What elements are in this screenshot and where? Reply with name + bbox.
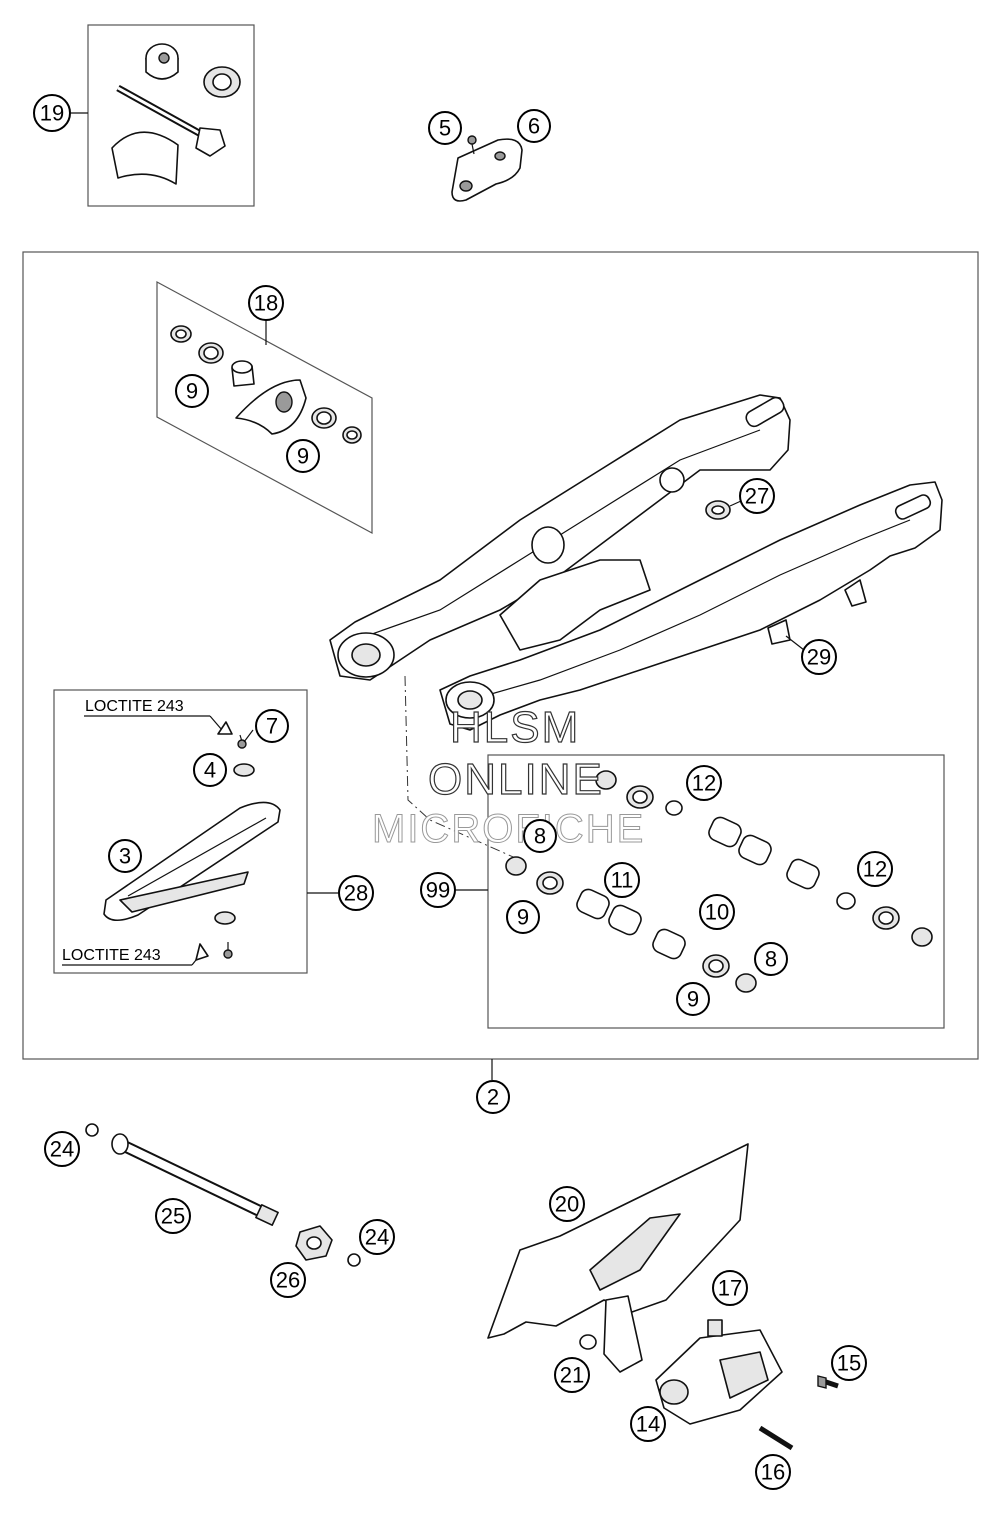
callout-9-d-label: 9 <box>687 987 699 1012</box>
kit-99-group <box>456 754 945 1029</box>
callout-18-label: 18 <box>254 291 278 316</box>
callout-7: 7 <box>255 709 289 743</box>
callout-9-c: 9 <box>506 900 540 934</box>
callout-24-b-label: 24 <box>365 1225 389 1250</box>
callout-11: 11 <box>604 862 640 898</box>
callout-28-label: 28 <box>344 881 368 906</box>
callout-12-b: 12 <box>857 851 893 887</box>
callout-9-d: 9 <box>676 982 710 1016</box>
callout-27-label: 27 <box>745 484 769 509</box>
callout-14: 14 <box>630 1406 666 1442</box>
callout-15-label: 15 <box>837 1351 861 1376</box>
callout-29-label: 29 <box>807 645 831 670</box>
kit-18-group <box>156 280 373 535</box>
callout-24-b: 24 <box>359 1219 395 1255</box>
callout-99-label: 99 <box>426 878 450 903</box>
callout-24-a-label: 24 <box>50 1137 74 1162</box>
callout-2: 2 <box>476 1080 510 1114</box>
callout-12-a: 12 <box>686 765 722 801</box>
callout-6: 6 <box>517 109 551 143</box>
callout-18: 18 <box>248 285 284 321</box>
callout-21-label: 21 <box>560 1363 584 1388</box>
kit-28-group <box>53 689 338 974</box>
chain-guide-group <box>487 1143 839 1451</box>
callout-17: 17 <box>712 1270 748 1306</box>
callout-9-b-label: 9 <box>297 444 309 469</box>
callout-12-a-label: 12 <box>692 771 716 796</box>
callout-17-label: 17 <box>718 1276 742 1301</box>
callout-10: 10 <box>699 894 735 930</box>
callout-24-a: 24 <box>44 1131 80 1167</box>
callout-8-b-label: 8 <box>765 947 777 972</box>
callout-3: 3 <box>108 839 142 873</box>
callout-15: 15 <box>831 1345 867 1381</box>
callout-19: 19 <box>33 94 71 132</box>
watermark-line-2: ONLINE <box>428 755 604 804</box>
callout-10-label: 10 <box>705 900 729 925</box>
callout-9-a: 9 <box>175 374 209 408</box>
kit-99-box <box>487 754 945 1029</box>
callout-20: 20 <box>549 1186 585 1222</box>
callout-8-b: 8 <box>754 942 788 976</box>
callout-21: 21 <box>554 1357 590 1393</box>
callout-5: 5 <box>428 111 462 145</box>
callout-6-label: 6 <box>528 114 540 139</box>
callout-26-label: 26 <box>276 1268 300 1293</box>
callout-28: 28 <box>338 875 374 911</box>
callout-16: 16 <box>755 1454 791 1490</box>
callout-12-b-label: 12 <box>863 857 887 882</box>
callout-29: 29 <box>801 639 837 675</box>
callout-2-label: 2 <box>487 1085 499 1110</box>
callout-7-label: 7 <box>266 714 278 739</box>
axle-group <box>85 1123 361 1267</box>
swingarm-assembly-box <box>22 251 979 1060</box>
callout-9-b: 9 <box>286 439 320 473</box>
callout-4-label: 4 <box>204 758 216 783</box>
chain-slider-clamp-group <box>451 135 523 202</box>
callout-8-a: 8 <box>523 819 557 853</box>
callout-16-label: 16 <box>761 1460 785 1485</box>
callout-14-label: 14 <box>636 1412 660 1437</box>
callout-5-label: 5 <box>439 116 451 141</box>
callout-20-label: 20 <box>555 1192 579 1217</box>
callout-4: 4 <box>193 753 227 787</box>
callout-9-c-label: 9 <box>517 905 529 930</box>
callout-11-label: 11 <box>611 868 634 893</box>
loctite-label-top: LOCTITE 243 <box>85 698 184 715</box>
swingarm-body <box>329 394 943 861</box>
kit-28-box <box>53 689 308 974</box>
callout-25: 25 <box>155 1198 191 1234</box>
kit-19-group <box>71 24 255 207</box>
callout-25-label: 25 <box>161 1204 185 1229</box>
watermark-line-1: HLSM <box>450 703 580 752</box>
callout-19-label: 19 <box>40 101 64 126</box>
callout-27: 27 <box>739 478 775 514</box>
callout-3-label: 3 <box>119 844 131 869</box>
kit-19-box <box>87 24 255 207</box>
callout-99: 99 <box>420 872 456 908</box>
callout-8-a-label: 8 <box>534 824 546 849</box>
callout-26: 26 <box>270 1262 306 1298</box>
loctite-label-bottom: LOCTITE 243 <box>62 947 161 964</box>
watermark-line-3: MICROFICHE <box>372 807 645 851</box>
callout-9-a-label: 9 <box>186 379 198 404</box>
